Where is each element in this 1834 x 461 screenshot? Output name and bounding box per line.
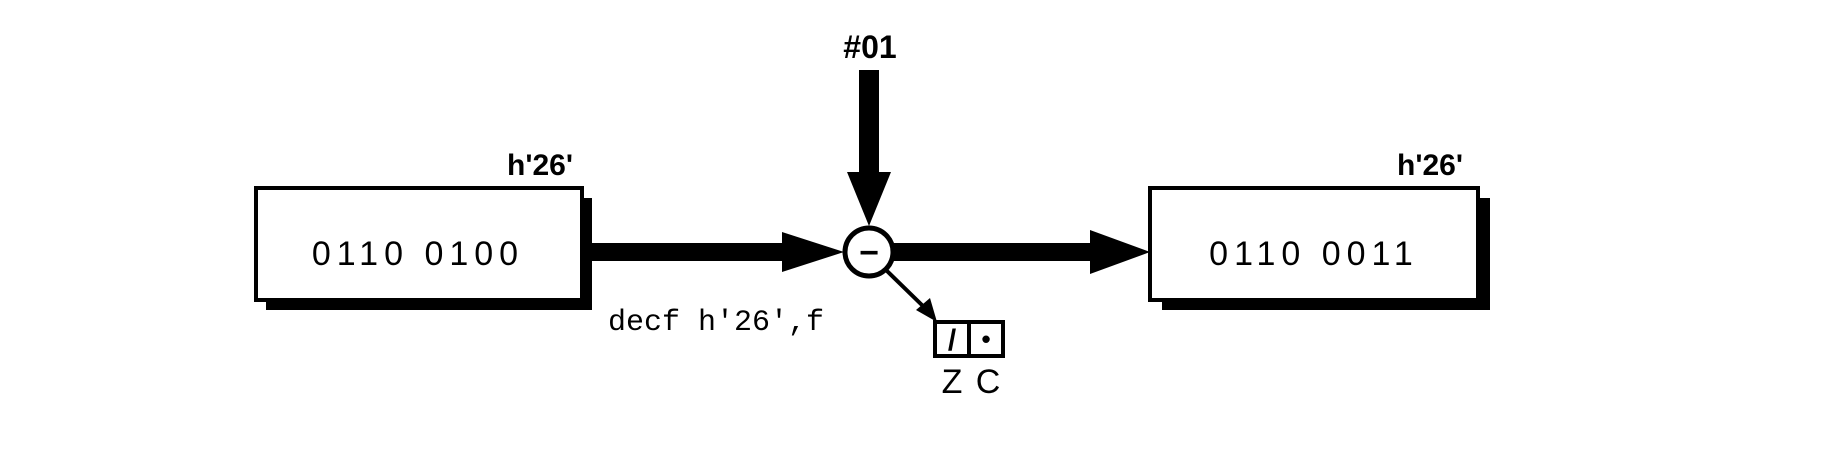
input-arrow [592, 232, 844, 272]
c-flag-mark: • [981, 324, 990, 354]
destination-register-box [1148, 186, 1490, 310]
source-register-box [254, 186, 592, 310]
z-flag-mark: / [948, 324, 957, 357]
destination-register-value: 0110 0011 [1209, 235, 1419, 273]
constant-arrow [847, 70, 891, 226]
status-flag-box [933, 320, 1005, 358]
c-flag-label: C [976, 363, 1001, 401]
z-flag-label: Z [942, 363, 963, 401]
subtract-symbol: − [859, 234, 879, 272]
source-register-value: 0110 0100 [312, 235, 524, 273]
constant-label: #01 [843, 29, 896, 65]
flag-arrow [884, 268, 937, 322]
instruction-text: decf h'26',f [608, 306, 824, 340]
output-arrow [893, 230, 1150, 274]
source-register-address: h'26' [507, 149, 573, 182]
destination-register-address: h'26' [1397, 149, 1463, 182]
